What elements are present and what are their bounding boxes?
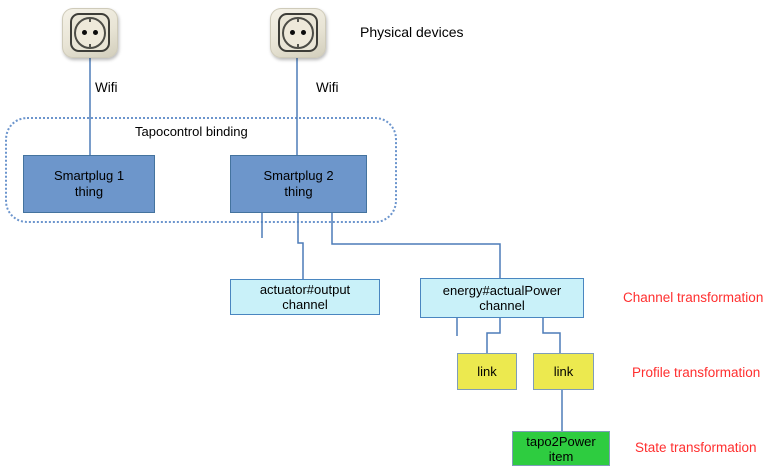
- socket-hole-icon: [301, 30, 306, 35]
- node-subtitle: item: [548, 448, 574, 464]
- link2-node: link: [533, 353, 594, 390]
- energy-to-link2-line: [542, 316, 561, 353]
- wifi-label-right: Wifi: [316, 80, 339, 95]
- energy-to-link1-line: [486, 316, 501, 353]
- power-socket-icon: [62, 8, 118, 58]
- node-title: Smartplug 2: [263, 168, 334, 183]
- socket-plate: [70, 13, 110, 52]
- node-subtitle: channel: [282, 297, 328, 312]
- socket-hole-icon: [290, 30, 295, 35]
- channel-transformation-label: Channel transformation: [623, 290, 764, 305]
- node-subtitle: channel: [479, 298, 525, 313]
- node-subtitle: thing: [284, 184, 313, 199]
- smartplug2-thing-node: Smartplug 2 thing: [230, 155, 367, 213]
- tapo2power-item-node: tapo2Power item: [512, 431, 610, 466]
- node-title: Smartplug 1: [53, 168, 125, 183]
- socket-hole-icon: [93, 30, 98, 35]
- smartplug2-to-energy-line: [331, 211, 501, 278]
- node-title: energy#actualPower: [442, 283, 562, 298]
- actuator-output-channel-node: actuator#output channel: [230, 279, 380, 315]
- binding-group-label: Tapocontrol binding: [135, 124, 248, 139]
- node-title: actuator#output: [259, 282, 351, 297]
- physical-devices-label: Physical devices: [360, 24, 464, 40]
- profile-transformation-label: Profile transformation: [632, 365, 761, 380]
- energy-actualpower-channel-node: energy#actualPower channel: [420, 278, 584, 318]
- link1-node: link: [457, 353, 517, 390]
- socket-hole-icon: [82, 30, 87, 35]
- tapocontrol-binding-group: [5, 117, 397, 223]
- power-socket-icon: [270, 8, 326, 58]
- node-title: tapo2Power: [526, 433, 596, 449]
- socket-plate: [278, 13, 318, 52]
- node-subtitle: thing: [74, 184, 104, 199]
- smartplug1-thing-node: Smartplug 1 thing: [23, 155, 155, 213]
- wifi-label-left: Wifi: [95, 80, 118, 95]
- socket-well: [282, 16, 314, 49]
- socket-well: [74, 16, 106, 49]
- smartplug2-to-actuator-line: [297, 211, 304, 279]
- state-transformation-label: State transformation: [635, 440, 757, 455]
